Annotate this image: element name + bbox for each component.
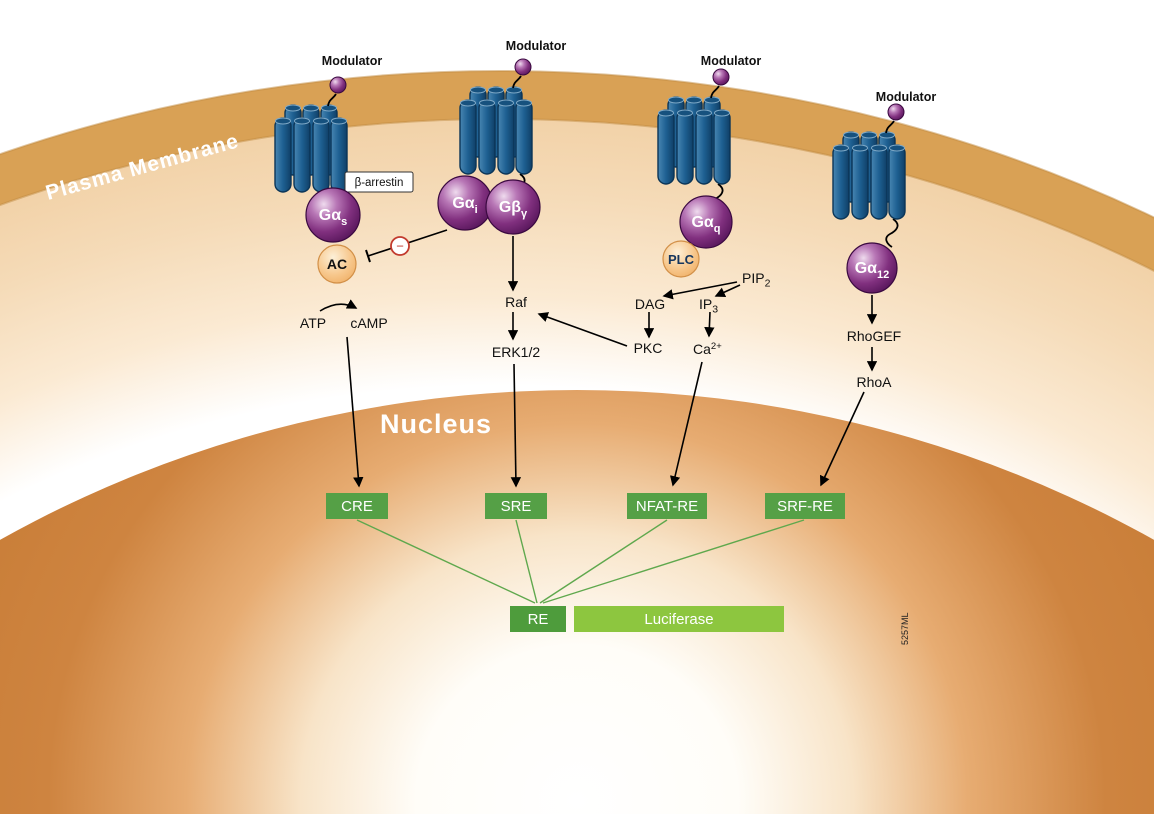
g-alpha-q: Gαq xyxy=(679,195,733,249)
plc-label: PLC xyxy=(668,252,695,267)
srf-re-box-label: SRF-RE xyxy=(777,498,833,515)
minus-circle-icon xyxy=(390,236,410,256)
line-cre-to-re xyxy=(356,519,536,604)
atp-label: ATP xyxy=(300,315,326,331)
minus-sign: − xyxy=(396,239,404,254)
g-alpha-i-label: Gαi xyxy=(452,195,477,216)
arrow-ca-to-nfatre xyxy=(669,361,703,487)
arrow-rhoa-to-srfre xyxy=(819,391,865,487)
line-srfre-to-re xyxy=(542,519,805,604)
beta-arrestin-label: β-arrestin xyxy=(355,177,404,189)
raf-label: Raf xyxy=(505,294,527,310)
re-box-rect xyxy=(510,606,566,632)
dag-label: DAG xyxy=(635,296,665,312)
g-alpha-s-label: Gαs xyxy=(319,207,347,228)
rhogef-label: RhoGEF xyxy=(847,328,901,344)
sre-box-label: SRE xyxy=(501,498,532,515)
figure-code: 5257ML xyxy=(900,612,910,645)
line-nfatre-to-re xyxy=(539,519,668,604)
nucleus-label: Nucleus xyxy=(380,409,492,439)
nucleus-region xyxy=(0,390,1154,814)
g-alpha-q-label: Gαq xyxy=(691,214,720,235)
nfat-re-box-rect xyxy=(627,493,707,519)
pip2-label: PIP2 xyxy=(742,270,771,290)
re-box-label: RE xyxy=(528,611,549,628)
arrow-camp-to-cre xyxy=(346,336,364,488)
reporter-converge-lines xyxy=(356,519,805,604)
srf-re-box-rect xyxy=(765,493,845,519)
sre-box: SRE xyxy=(485,493,547,519)
g-alpha-i: Gαi xyxy=(437,175,493,231)
arrow-atp-to-camp xyxy=(319,299,358,312)
g-alpha-s-sphere xyxy=(305,187,361,243)
cre-box-label: CRE xyxy=(341,498,373,515)
beta-arrestin-tag: β-arrestin xyxy=(344,171,414,193)
modulator-label-gq: Modulator xyxy=(701,54,762,68)
nfat-re-box: NFAT-RE xyxy=(627,493,707,519)
re-box: RE xyxy=(510,606,566,632)
srf-re-box: SRF-RE xyxy=(765,493,845,519)
adenylyl-cyclase: AC xyxy=(317,244,357,284)
erk-label: ERK1/2 xyxy=(492,344,540,360)
luciferase-box-rect xyxy=(574,606,784,632)
pkc-label: PKC xyxy=(634,340,663,356)
sre-box-rect xyxy=(485,493,547,519)
rhoa-label: RhoA xyxy=(856,374,892,390)
cre-box: CRE xyxy=(326,493,388,519)
luciferase-box-label: Luciferase xyxy=(644,611,713,628)
g-alpha-12-sphere xyxy=(846,242,898,294)
modulator-label-g12: Modulator xyxy=(876,90,937,104)
arrow-ip3-to-ca xyxy=(704,311,715,338)
g-alpha-s: Gαs xyxy=(305,187,361,243)
arrow-erk-to-sre xyxy=(510,363,522,488)
plc-circle xyxy=(662,240,700,278)
arrow-pip2-to-dag xyxy=(662,281,738,300)
modulator-label-gs: Modulator xyxy=(322,54,383,68)
arrow-pkc-to-raf xyxy=(537,312,628,347)
ac-label: AC xyxy=(327,256,347,272)
calcium-label: Ca2+ xyxy=(693,341,722,357)
g-alpha-q-sphere xyxy=(679,195,733,249)
plc-enzyme: PLC xyxy=(662,240,700,278)
luciferase-box: Luciferase xyxy=(574,606,784,632)
inhibition-sign: − xyxy=(390,236,410,256)
nfat-re-box-label: NFAT-RE xyxy=(636,498,698,515)
membrane-outer-edge xyxy=(0,70,1154,219)
g-beta-gamma: Gβγ xyxy=(485,179,541,235)
ac-circle xyxy=(317,244,357,284)
line-sre-to-re xyxy=(515,519,538,604)
camp-label: cAMP xyxy=(350,315,387,331)
inhibition-bar xyxy=(365,249,371,263)
beta-arrestin-box xyxy=(344,171,414,193)
g-beta-gamma-sphere xyxy=(485,179,541,235)
g-alpha-12-label: Gα12 xyxy=(855,260,890,281)
modulator-label-gi: Modulator xyxy=(506,39,567,53)
g-alpha-12: Gα12 xyxy=(846,242,898,294)
ip3-label: IP3 xyxy=(699,296,718,316)
cre-box-rect xyxy=(326,493,388,519)
g-beta-gamma-label: Gβγ xyxy=(499,199,528,220)
arrow-pip2-to-ip3 xyxy=(714,284,741,298)
signal-arrows xyxy=(319,229,878,488)
